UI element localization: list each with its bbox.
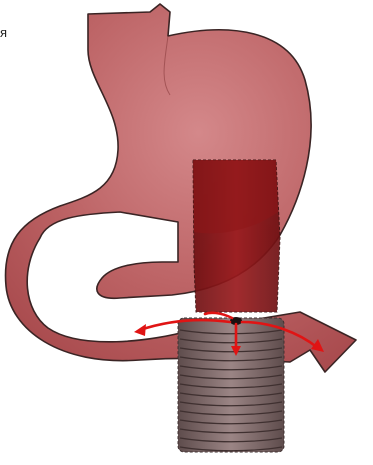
stomach-shape	[5, 4, 356, 372]
spring-coil	[178, 318, 284, 452]
